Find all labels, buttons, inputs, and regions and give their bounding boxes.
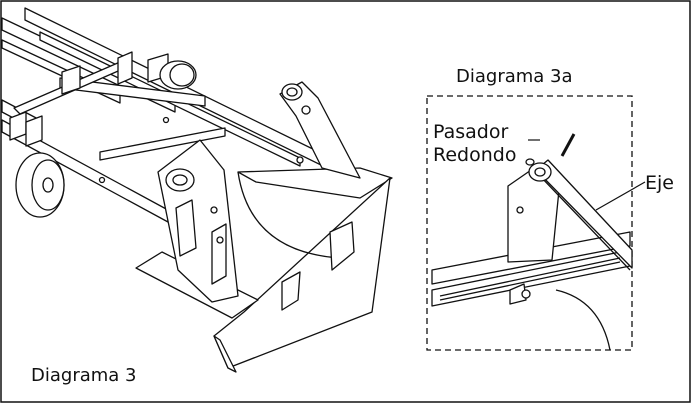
round-pin-label-line2: Redondo: [433, 144, 517, 166]
round-pin-label-line1: Pasador: [433, 121, 509, 143]
right-bracket: [279, 81, 361, 179]
scoop-body: [237, 167, 393, 199]
axle-leader: [595, 181, 646, 211]
frame-drawing: [1, 7, 393, 373]
main-diagram-title: Diagrama 3: [31, 365, 137, 386]
detail-drawing: [431, 158, 633, 351]
axle-label: Eje: [645, 172, 674, 194]
pin-indicator: [560, 133, 576, 157]
detail-diagram-title: Diagrama 3a: [456, 66, 573, 87]
